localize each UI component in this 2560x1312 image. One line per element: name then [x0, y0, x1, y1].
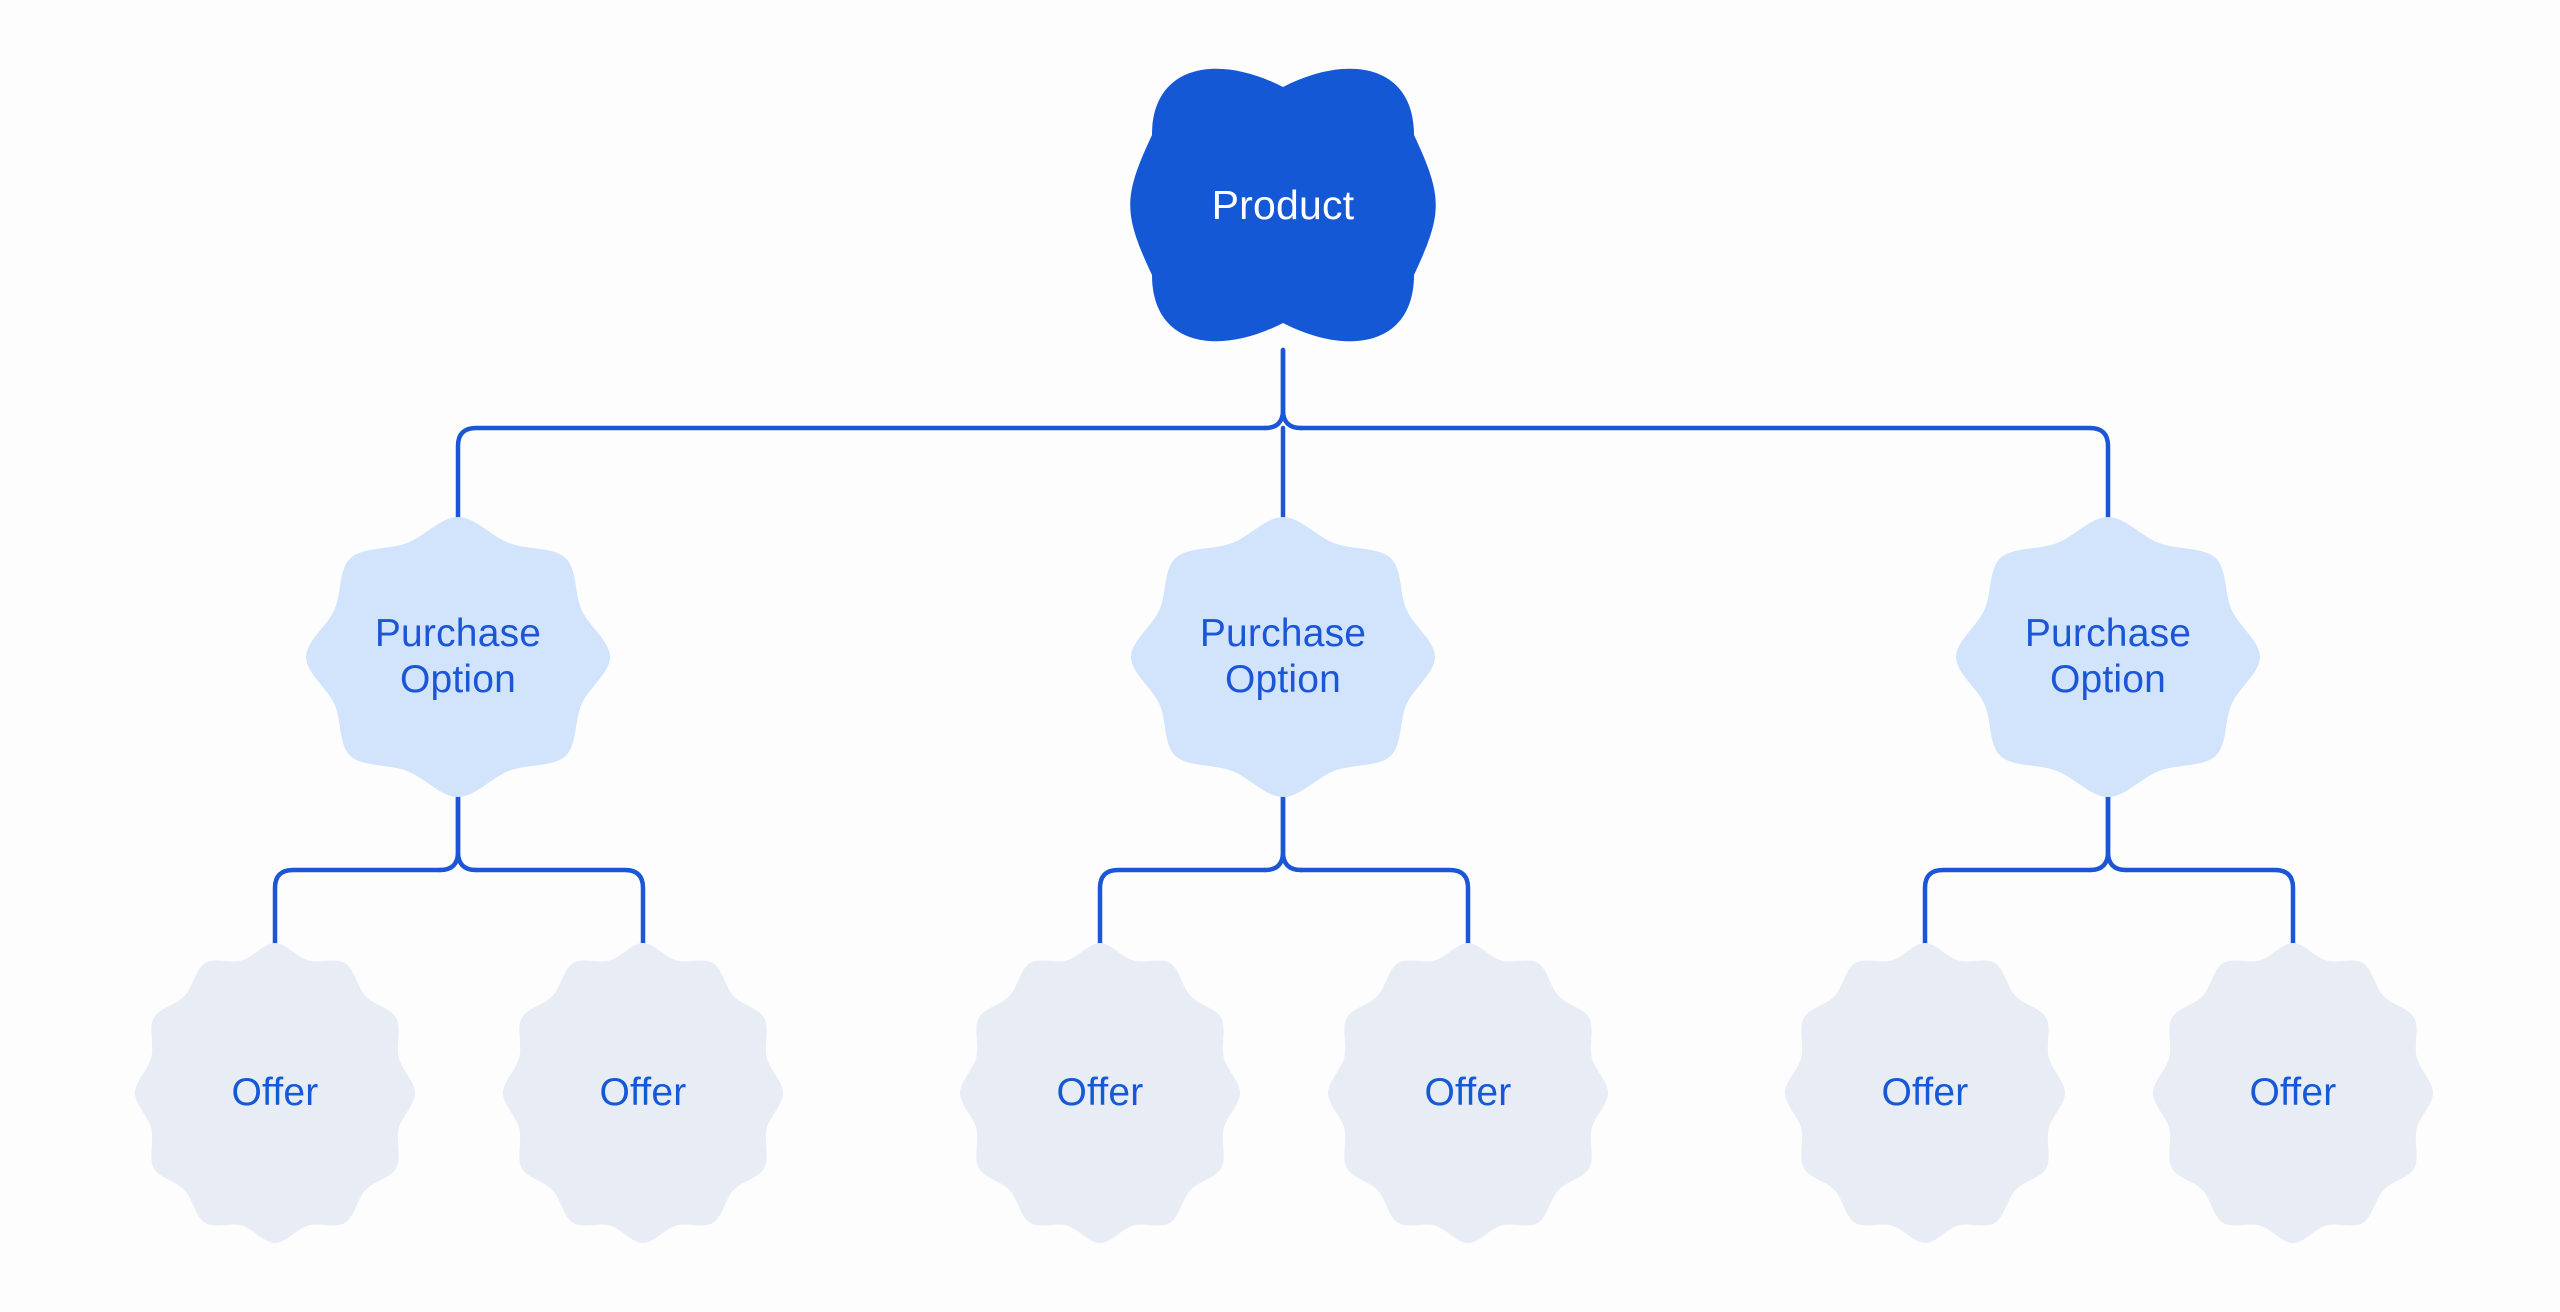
node-offer-3[interactable]	[960, 943, 1240, 1243]
node-offer-4[interactable]	[1328, 943, 1608, 1243]
edge-po-1-to-offer-1	[272, 867, 443, 949]
node-purchase-option-1[interactable]	[306, 517, 610, 797]
node-offer-1[interactable]	[135, 943, 415, 1243]
edge-product-stem	[1262, 347, 1286, 431]
edge-product-stem-right	[1280, 347, 1304, 431]
edge-po-2-to-offer-4	[1298, 867, 1471, 949]
edge-po-2-stem	[1262, 794, 1286, 873]
node-product[interactable]	[1130, 68, 1436, 342]
edge-po-2-stem-right	[1280, 794, 1304, 873]
edge-po-2-to-offer-3	[1097, 867, 1268, 949]
node-purchase-option-3[interactable]	[1956, 517, 2260, 797]
edge-po-1-to-offer-2	[473, 867, 646, 949]
node-purchase-option-2[interactable]	[1131, 517, 1435, 797]
node-offer-5[interactable]	[1785, 943, 2065, 1243]
edge-po-3-to-offer-6	[2123, 867, 2296, 949]
edge-po-3-stem	[2087, 794, 2111, 873]
node-offer-2[interactable]	[503, 943, 783, 1243]
edge-po-3-stem-right	[2105, 794, 2129, 873]
edge-po-1-stem-right	[455, 794, 479, 873]
node-shape-layer	[135, 68, 2433, 1243]
connector-layer	[272, 347, 2296, 949]
edge-po-3-to-offer-5	[1922, 867, 2093, 949]
edge-product-to-po-3	[1298, 425, 2111, 520]
edge-product-to-po-1	[455, 425, 1268, 520]
edge-po-1-stem	[437, 794, 461, 873]
node-offer-6[interactable]	[2153, 943, 2433, 1243]
